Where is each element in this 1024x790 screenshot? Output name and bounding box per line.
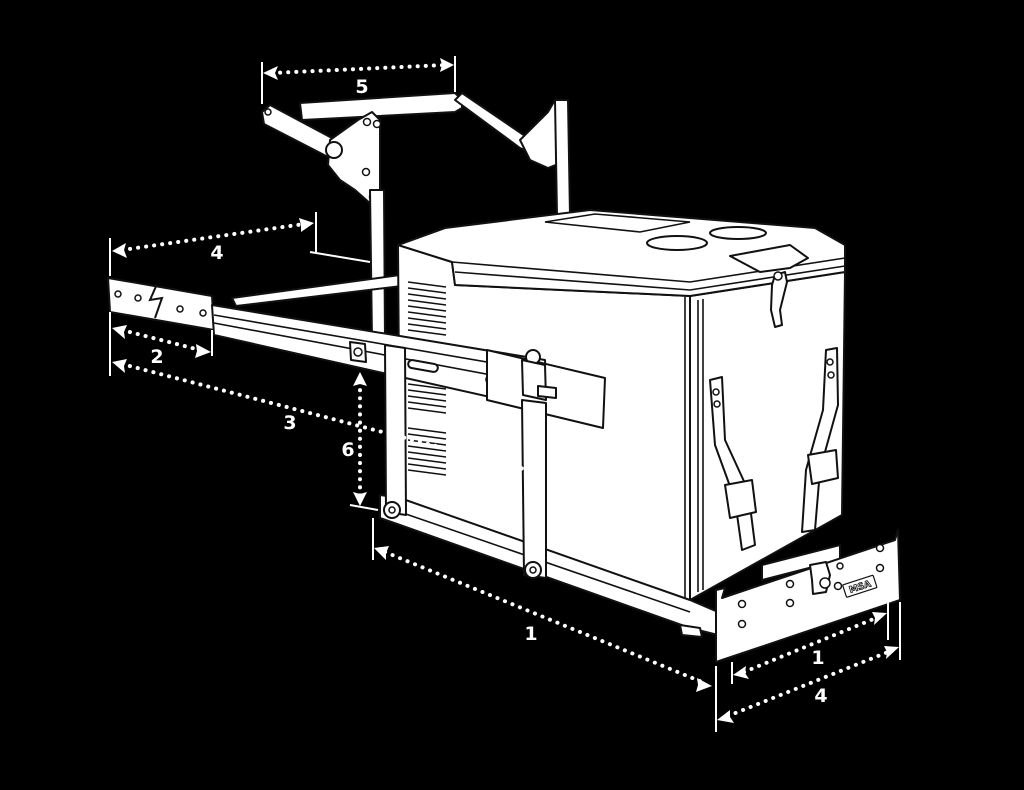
dimension-labels: 5 4 2 3 6 1 1 4: [150, 76, 827, 707]
dim-label-4-rear: 4: [210, 242, 223, 264]
dim-label-2: 2: [150, 346, 163, 368]
tie-down-straps: [709, 347, 839, 551]
dim-label-3: 3: [283, 412, 296, 434]
side-slide-rail: [107, 277, 606, 579]
front-tie-down-plate: MSA: [715, 529, 901, 663]
dim-label-1-front: 1: [811, 647, 824, 669]
dim-label-6: 6: [341, 439, 354, 461]
dim-label-4-front: 4: [814, 685, 827, 707]
dim-label-1-base: 1: [524, 623, 537, 645]
tie-down-frame: [261, 92, 571, 341]
dim-label-5: 5: [355, 76, 368, 98]
dimension-lines: [109, 56, 901, 732]
